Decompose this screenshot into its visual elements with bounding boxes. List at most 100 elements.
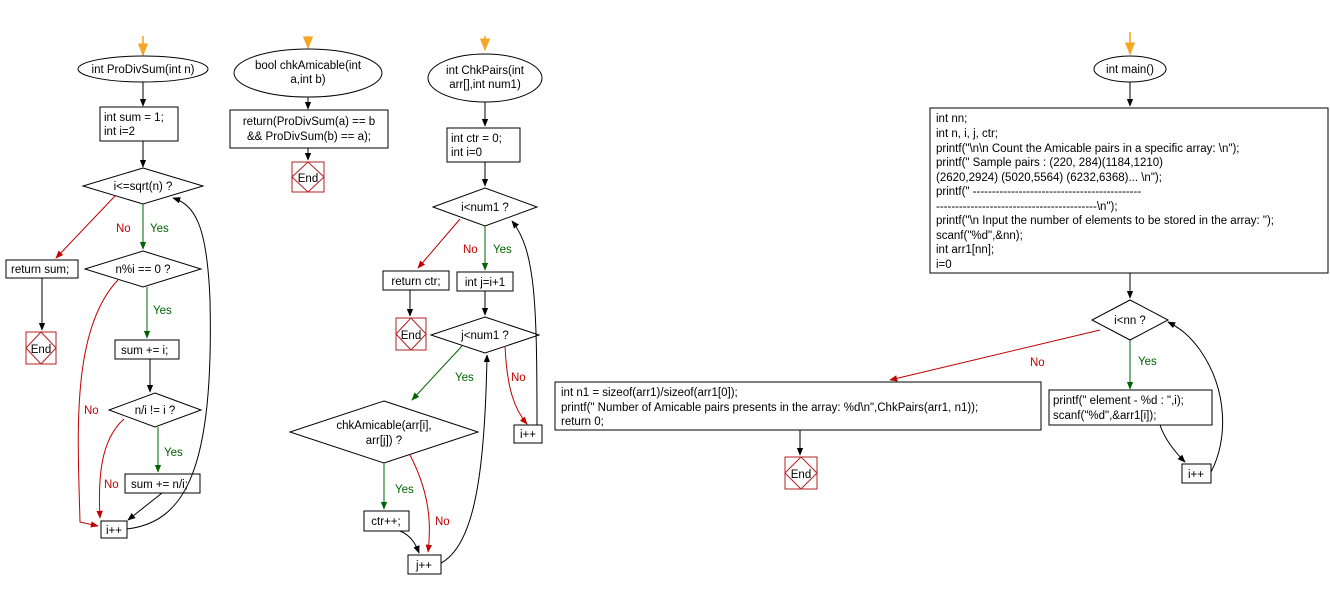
chkamicable-flow: bool chkAmicable(int a,int b) return(Pro… xyxy=(229,36,389,193)
chkpairs-return-label: return ctr; xyxy=(391,276,440,288)
chkpairs-start-line-1: int ChkPairs(int xyxy=(446,65,525,77)
chkamicable-start-line-2: a,int b) xyxy=(290,74,325,86)
chkamicable-end-label: End xyxy=(298,173,318,185)
chkpairs-no-label-2: No xyxy=(511,372,526,384)
chkpairs-no-label-3: No xyxy=(435,516,450,528)
main-final-line-3: return 0; xyxy=(561,416,604,428)
prodivsum-no-label-2: No xyxy=(84,405,99,417)
prodivsum-increment-label: i++ xyxy=(106,525,122,537)
chkpairs-outer-condition: i<num1 ? xyxy=(431,187,539,227)
chkpairs-call-line-2: arr[j]) ? xyxy=(366,435,402,447)
chkpairs-return-node: return ctr; xyxy=(382,270,450,291)
main-start-node: int main() xyxy=(1093,55,1167,83)
chkpairs-increment-i-node: i++ xyxy=(513,424,543,444)
prodivsum-init-line-1: int sum = 1; xyxy=(104,112,164,124)
chkamicable-start-line-1: bool chkAmicable(int xyxy=(255,60,362,72)
chkamicable-start-node: bool chkAmicable(int a,int b) xyxy=(233,48,383,98)
prodivsum-yes-label-3: Yes xyxy=(164,447,183,459)
prodivsum-init-node: int sum = 1; int i=2 xyxy=(99,106,179,142)
prodivsum-divisor-condition: n%i == 0 ? xyxy=(83,250,203,288)
main-start-label: int main() xyxy=(1106,64,1154,76)
main-code-line-3: printf("\n\n Count the Amicable pairs in… xyxy=(936,143,1239,155)
main-loop-body-line-2: scanf("%d",&arr1[i]); xyxy=(1053,410,1156,422)
chkpairs-ctr-node: ctr++; xyxy=(363,510,410,532)
chkpairs-init-node: int ctr = 0; int i=0 xyxy=(446,127,521,163)
chkpairs-yes-label-1: Yes xyxy=(493,244,512,256)
main-loop-body-node: printf(" element - %d : ",i); scanf("%d"… xyxy=(1048,389,1213,426)
chkamicable-return-node: return(ProDivSum(a) == b && ProDivSum(b)… xyxy=(229,109,389,149)
main-no-label: No xyxy=(1030,357,1045,369)
prodivsum-add-i-node: sum += i; xyxy=(114,339,180,360)
main-end-node: End xyxy=(784,456,818,490)
chkpairs-inner-condition: j<num1 ? xyxy=(429,316,541,354)
main-code-line-4: printf(" Sample pairs : (220, 284)(1184,… xyxy=(936,157,1163,169)
prodivsum-start-node: int ProDivSum(int n) xyxy=(77,55,209,83)
main-code-block: int nn; int n, i, j, ctr; printf("\n\n C… xyxy=(929,107,1329,274)
chkpairs-start-line-2: arr[],int num1) xyxy=(449,79,521,91)
chkpairs-yes-label-3: Yes xyxy=(395,484,414,496)
chkamicable-return-line-2: && ProDivSum(b) == a); xyxy=(247,131,371,143)
chkpairs-end-node: End xyxy=(395,317,427,351)
main-code-line-7: ----------------------------------------… xyxy=(936,201,1118,213)
main-flow: int main() int nn; int n, i, j, ctr; pri… xyxy=(554,32,1329,490)
prodivsum-flow: int ProDivSum(int n) int sum = 1; int i=… xyxy=(5,36,211,539)
prodivsum-yes-label-1: Yes xyxy=(150,223,169,235)
main-code-line-11: i=0 xyxy=(936,259,952,271)
chkpairs-call-line-1: chkAmicable(arr[i], xyxy=(336,420,431,432)
prodivsum-return-label: return sum; xyxy=(11,264,69,276)
main-code-line-1: int nn; xyxy=(936,113,967,125)
chkamicable-end-node: End xyxy=(291,161,325,193)
main-loop-condition-label: i<nn ? xyxy=(1114,315,1146,327)
chkpairs-end-label: End xyxy=(401,330,421,342)
prodivsum-add-i-label: sum += i; xyxy=(121,345,168,357)
chkpairs-flow: int ChkPairs(int arr[],int num1) int ctr… xyxy=(288,36,543,575)
chkpairs-init-line-1: int ctr = 0; xyxy=(451,133,502,145)
chkpairs-increment-j-node: j++ xyxy=(407,554,442,575)
main-code-line-2: int n, i, j, ctr; xyxy=(936,128,998,140)
prodivsum-yes-label-2: Yes xyxy=(153,305,172,317)
chkpairs-ctr-label: ctr++; xyxy=(371,516,400,528)
main-final-line-2: printf(" Number of Amicable pairs presen… xyxy=(561,402,978,414)
main-increment-node: i++ xyxy=(1181,463,1212,484)
main-final-block: int n1 = sizeof(arr1)/sizeof(arr1[0]); p… xyxy=(554,381,1042,431)
chkpairs-no-label-1: No xyxy=(463,244,478,256)
main-code-line-8: printf("\n Input the number of elements … xyxy=(936,215,1274,227)
prodivsum-increment-node: i++ xyxy=(100,520,128,539)
prodivsum-end-node: End xyxy=(25,331,57,365)
main-code-line-6: printf(" -------------------------------… xyxy=(936,186,1141,198)
chkpairs-inner-condition-label: j<num1 ? xyxy=(460,330,509,342)
prodivsum-loop-condition: i<=sqrt(n) ? xyxy=(81,167,205,205)
prodivsum-divisor-condition-label: n%i == 0 ? xyxy=(116,264,171,276)
prodivsum-return-node: return sum; xyxy=(5,259,79,279)
prodivsum-not-equal-condition-label: n/i != i ? xyxy=(135,405,176,417)
main-code-line-9: scanf("%d",&nn); xyxy=(936,230,1023,242)
chkpairs-init-j-node: int j=i+1 xyxy=(456,271,514,292)
chkamicable-return-line-1: return(ProDivSum(a) == b xyxy=(243,116,375,128)
chkpairs-increment-j-label: j++ xyxy=(415,560,432,572)
chkpairs-start-node: int ChkPairs(int arr[],int num1) xyxy=(427,53,543,103)
chkpairs-outer-condition-label: i<num1 ? xyxy=(461,202,509,214)
main-loop-body-line-1: printf(" element - %d : ",i); xyxy=(1053,395,1184,407)
prodivsum-add-ni-label: sum += n/i; xyxy=(131,479,188,491)
main-loop-condition: i<nn ? xyxy=(1090,299,1170,341)
prodivsum-loop-condition-label: i<=sqrt(n) ? xyxy=(114,181,173,193)
chkpairs-call-condition: chkAmicable(arr[i], arr[j]) ? xyxy=(288,400,480,464)
main-increment-label: i++ xyxy=(1188,469,1204,481)
main-final-line-1: int n1 = sizeof(arr1)/sizeof(arr1[0]); xyxy=(561,387,738,399)
main-code-line-5: (2620,2924) (5020,5564) (6232,6368)... \… xyxy=(936,172,1162,184)
prodivsum-not-equal-condition: n/i != i ? xyxy=(107,392,203,428)
prodivsum-no-label-1: No xyxy=(116,223,131,235)
chkpairs-init-line-2: int i=0 xyxy=(451,147,482,159)
chkpairs-yes-label-2: Yes xyxy=(455,372,474,384)
prodivsum-end-label: End xyxy=(31,344,51,356)
main-end-label: End xyxy=(791,469,811,481)
prodivsum-init-line-2: int i=2 xyxy=(104,126,135,138)
prodivsum-start-label: int ProDivSum(int n) xyxy=(92,64,195,76)
main-yes-label: Yes xyxy=(1138,356,1157,368)
main-code-line-10: int arr1[nn]; xyxy=(936,244,994,256)
prodivsum-add-ni-node: sum += n/i; xyxy=(124,473,201,494)
chkpairs-init-j-label: int j=i+1 xyxy=(465,277,505,289)
prodivsum-no-label-3: No xyxy=(104,479,119,491)
chkpairs-increment-i-label: i++ xyxy=(520,429,536,441)
